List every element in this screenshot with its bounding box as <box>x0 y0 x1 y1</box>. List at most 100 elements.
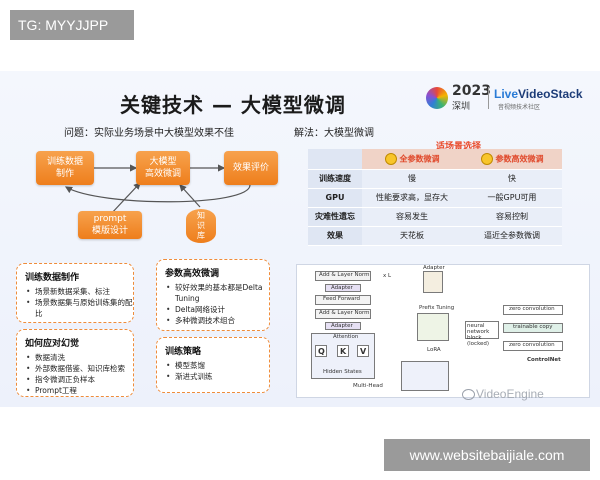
solution-statement: 解法：大模型微调 <box>294 128 374 139</box>
diagram-label: trainable copy <box>513 324 553 330</box>
diagram-adapter-detail <box>423 271 443 293</box>
list-item: 模型蒸馏 <box>165 360 269 371</box>
compare-cell: 容易发生 <box>362 207 462 227</box>
diagram-label: Prefix Tuning <box>419 305 455 311</box>
box-hallucination-title: 如何应对幻觉 <box>25 339 80 349</box>
box-train-strategy: 训练策略 模型蒸馏 渐进式训练 <box>156 337 270 393</box>
slide-title: 关键技术 — 大模型微调 <box>120 93 346 117</box>
compare-header-row: 全参数微调 参数高效微调 <box>308 149 562 170</box>
diagram-zero-conv-top <box>503 305 563 315</box>
box-data-making-title: 训练数据制作 <box>25 273 80 283</box>
diagram-label: Hidden States <box>323 369 362 375</box>
diagram-add-norm-top <box>315 271 371 281</box>
diagram-label: zero convolution <box>509 342 555 348</box>
livevideostack-logo: LiveVideoStack <box>494 87 583 101</box>
problem-statement: 问题：实际业务场景中大模型效果不佳 <box>64 128 234 139</box>
compare-header-peft-label: 参数高效微调 <box>495 154 544 164</box>
diagram-label: zero convolution <box>509 306 555 312</box>
flow-knowledge-base: 知 识 库 <box>186 209 216 243</box>
diagram-label: ControlNet <box>527 357 561 363</box>
list-item: 数据清洗 <box>25 352 133 363</box>
logo-city: 深圳 <box>452 102 471 112</box>
diagram-zero-conv-bottom <box>503 341 563 351</box>
list-item: Delta网络设计 <box>165 304 269 315</box>
compare-header-full-label: 全参数微调 <box>399 154 440 164</box>
diagram-k: K <box>340 347 347 356</box>
diagram-label: Feed Forward <box>323 296 360 302</box>
compare-cell: 慢 <box>362 169 462 189</box>
diagram-v: V <box>360 347 367 356</box>
compare-row-label: GPU <box>308 188 362 208</box>
compare-row: 效果天花板逼近全参数微调 <box>308 226 562 246</box>
watermark-text: VideoEngine <box>476 387 544 401</box>
compare-choose-label: 适场景选择 <box>436 142 482 152</box>
logo-brand: VideoStack <box>518 87 583 101</box>
diagram-v-block <box>357 345 369 357</box>
list-item: 场景新数据采集、标注 <box>25 286 133 297</box>
flow-train-data: 训练数据 制作 <box>36 151 94 185</box>
flow-model-finetune: 大模型 高效微调 <box>136 151 190 185</box>
diagram-label: x L <box>383 273 392 279</box>
sad-face-icon <box>384 152 397 165</box>
box-data-making: 训练数据制作 场景新数据采集、标注场景数据集与原始训练集的配比 <box>16 263 134 323</box>
box-peft: 参数高效微调 较好效果的基本都是Delta Tuning Delta网络设计 多… <box>156 259 270 331</box>
conference-logo-icon <box>426 87 448 109</box>
compare-header-peft: 参数高效微调 <box>462 149 562 170</box>
compare-cell: 天花板 <box>362 226 462 246</box>
list-item: 外部数据借鉴、知识库检索 <box>25 363 133 374</box>
compare-cell: 快 <box>462 169 562 189</box>
compare-cell: 性能要求高，显存大 <box>362 188 462 208</box>
logo-divider <box>488 87 489 109</box>
compare-row: 训练速度慢快 <box>308 169 562 189</box>
diagram-trainable-copy <box>503 323 563 333</box>
flow-eval: 效果评价 <box>224 151 278 185</box>
diagram-label: Add & Layer Norm <box>319 272 370 278</box>
compare-cell: 一般GPU可用 <box>462 188 562 208</box>
architecture-diagram: Add & Layer Norm Adapter Feed Forward Ad… <box>296 264 590 398</box>
diagram-q-block <box>315 345 327 357</box>
compare-row-label: 训练速度 <box>308 169 362 189</box>
diagram-adapter-top <box>325 284 361 292</box>
compare-row-label: 灾难性遗忘 <box>308 207 362 227</box>
diagram-lora-block <box>401 361 449 391</box>
diagram-label: Attention <box>333 334 359 340</box>
diagram-feed-forward <box>315 295 371 305</box>
list-item: Prompt工程 <box>25 385 133 396</box>
watermark-icon <box>462 389 475 400</box>
diagram-label: neural network block (locked) <box>467 323 490 347</box>
list-item: 场景数据集与原始训练集的配比 <box>25 297 133 319</box>
diagram-label: Multi-Head <box>353 383 383 389</box>
diagram-label: Adapter <box>331 285 353 291</box>
logo-year: 2023 <box>452 83 491 99</box>
diagram-q: Q <box>318 347 325 356</box>
list-item: 多种微调技术组合 <box>165 315 269 326</box>
diagram-add-norm-mid <box>315 309 371 319</box>
compare-cell: 容易控制 <box>462 207 562 227</box>
box-peft-title: 参数高效微调 <box>165 269 220 279</box>
compare-header-empty <box>308 149 362 170</box>
diagram-adapter-mid <box>325 322 361 330</box>
diagram-label: Adapter <box>423 265 445 271</box>
diagram-label: Add & Layer Norm <box>319 310 370 316</box>
list-item: 渐进式训练 <box>165 371 269 382</box>
logo-brand-prefix: Live <box>494 87 519 101</box>
diagram-label: Adapter <box>331 323 353 329</box>
presentation-slide: 关键技术 — 大模型微调 2023 深圳 LiveVideoStack 音视频技… <box>0 71 600 407</box>
website-overlay: www.websitebaijiale.com <box>384 439 590 471</box>
box-hallucination: 如何应对幻觉 数据清洗 外部数据借鉴、知识库检索 指令微调正负样本 Prompt… <box>16 329 134 397</box>
diagram-label: LoRA <box>427 347 441 353</box>
compare-row: 灾难性遗忘容易发生容易控制 <box>308 207 562 227</box>
compare-cell: 逼近全参数微调 <box>462 226 562 246</box>
diagram-k-block <box>337 345 349 357</box>
compare-row-label: 效果 <box>308 226 362 246</box>
list-item: 较好效果的基本都是Delta Tuning <box>165 282 269 304</box>
compare-header-full: 全参数微调 <box>362 149 462 170</box>
tg-overlay-tag: TG: MYYJJPP <box>10 10 134 40</box>
logo-subtitle: 音视频技术社区 <box>498 104 541 111</box>
box-train-strategy-title: 训练策略 <box>165 347 202 357</box>
list-item: 指令微调正负样本 <box>25 374 133 385</box>
diagram-neural-block <box>465 321 499 339</box>
flow-arrows <box>64 164 251 216</box>
